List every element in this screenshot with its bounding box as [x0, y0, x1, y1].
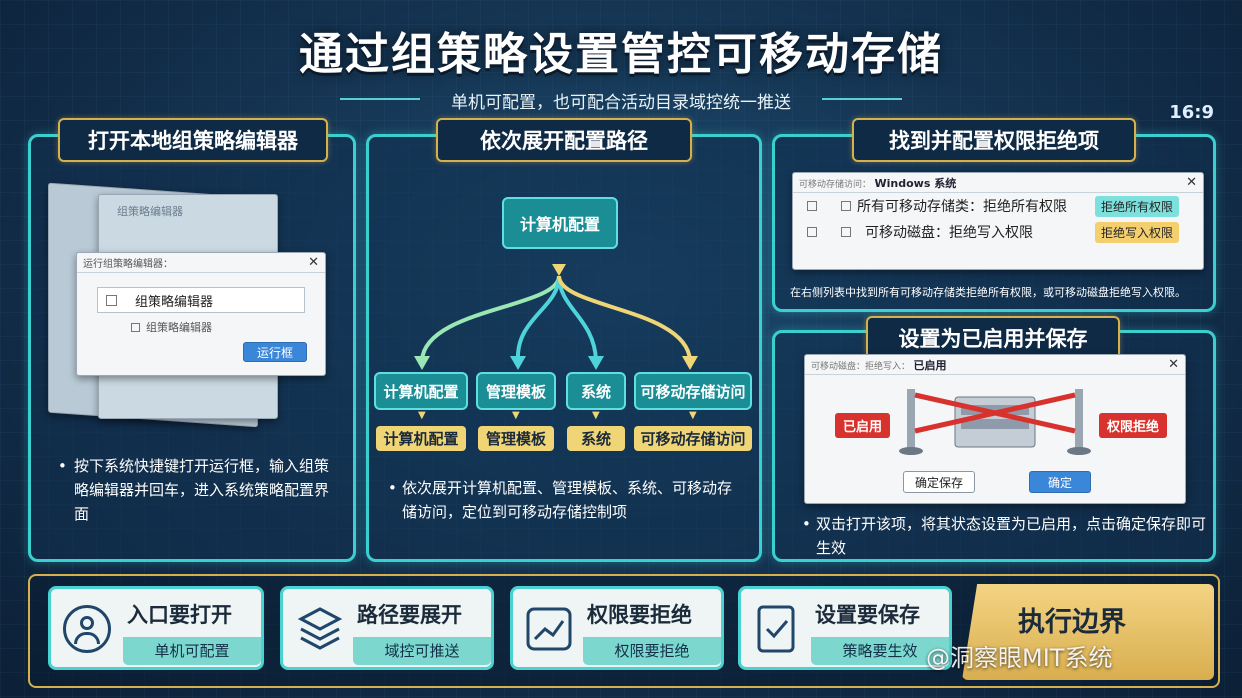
- run-input-value: 组策略编辑器: [135, 294, 214, 310]
- enable-dialog-bar: 可移动磁盘：拒绝写入： 已启用 ✕: [805, 355, 1185, 375]
- watermark: @洞察眼MIT系统: [926, 644, 1113, 672]
- barrier-illustration: [899, 389, 1091, 455]
- branch-system[interactable]: 系统: [566, 372, 626, 410]
- policy-row-1[interactable]: 所有可移动存储类：拒绝所有权限 拒绝所有权限: [793, 193, 1203, 219]
- checkbox-icon: [841, 201, 851, 211]
- chart-icon: [526, 607, 572, 651]
- run-dialog: 运行组策略编辑器： ✕ 组策略编辑器 组策略编辑器 运行框: [76, 252, 326, 376]
- panel4-title: 设置为已启用并保存: [866, 316, 1120, 360]
- branch-admin-templates[interactable]: 管理模板: [476, 372, 556, 410]
- arrow-icon: ▼: [512, 410, 520, 421]
- arrow-icon: ▼: [689, 410, 697, 421]
- card-path-sub: 域控可推送: [353, 637, 491, 665]
- tree-connectors: [414, 264, 698, 370]
- deny-all-tag: 拒绝所有权限: [1095, 195, 1180, 217]
- close-icon[interactable]: ✕: [1186, 175, 1197, 190]
- run-input[interactable]: 组策略编辑器: [97, 287, 305, 313]
- panel2-bullet-text: 依次展开计算机配置、管理模板、系统、可移动存储访问，定位到可移动存储控制项: [402, 479, 733, 521]
- card-deny: 权限要拒绝 权限要拒绝: [510, 586, 724, 670]
- card-entry: 入口要打开 单机可配置: [48, 586, 264, 670]
- policy-row-1-label: 所有可移动存储类：拒绝所有权限: [857, 199, 1067, 215]
- close-icon[interactable]: ✕: [1168, 357, 1179, 372]
- confirm-save-button[interactable]: 确定保存: [903, 471, 975, 493]
- subtitle-line-left: [340, 98, 420, 100]
- page-subtitle: 单机可配置，也可配合活动目录域控统一推送: [451, 93, 791, 113]
- ok-button[interactable]: 确定: [1029, 471, 1091, 493]
- arrow-icon: ▼: [418, 410, 426, 421]
- subtitle-line-right: [822, 98, 902, 100]
- card-path-title: 路径要展开: [357, 603, 462, 627]
- ratio-label: 16:9: [1169, 102, 1214, 123]
- policy-row-2-label: 可移动磁盘：拒绝写入权限: [865, 225, 1033, 241]
- panel4-bullet-text: 双击打开该项，将其状态设置为已启用，点击确定保存即可生效: [816, 515, 1207, 557]
- run-button[interactable]: 运行框: [243, 342, 307, 362]
- panel3-note: 在右侧列表中找到所有可移动存储类拒绝所有权限，或可移动磁盘拒绝写入权限。: [790, 286, 1186, 299]
- deny-write-tag: 拒绝写入权限: [1095, 221, 1180, 243]
- enable-dialog-bar-title: 已启用: [913, 358, 947, 372]
- policy-row-2[interactable]: 可移动磁盘：拒绝写入权限 拒绝写入权限: [793, 219, 1203, 245]
- card-save-sub: 策略要生效: [811, 637, 949, 665]
- card-deny-sub: 权限要拒绝: [583, 637, 721, 665]
- branch-computer-config[interactable]: 计算机配置: [374, 372, 468, 410]
- checkbox-row[interactable]: 组策略编辑器: [131, 319, 325, 335]
- policy-list-bar-left: 可移动存储访问：: [799, 179, 872, 190]
- panel1-bullet: • 按下系统快捷键打开运行框，输入组策略编辑器并回车，进入系统策略配置界面: [52, 454, 342, 526]
- checklist-icon: [757, 605, 795, 653]
- enable-dialog: 可移动磁盘：拒绝写入： 已启用 ✕ 已启用 权限拒绝 确定保存 确定: [804, 354, 1186, 504]
- boundary-box: [962, 584, 1214, 680]
- boundary-label: 执行边界: [1018, 607, 1126, 638]
- layers-icon: [297, 607, 343, 650]
- arrow-icon: ▼: [592, 410, 600, 421]
- branch-removable-access[interactable]: 可移动存储访问: [634, 372, 752, 410]
- checkbox-icon: [106, 294, 117, 306]
- enabled-label: 已启用: [835, 413, 891, 438]
- policy-list-bar: 可移动存储访问： Windows 系统 ✕: [793, 173, 1203, 193]
- denied-label: 权限拒绝: [1099, 413, 1168, 438]
- card-entry-title: 入口要打开: [127, 603, 232, 627]
- checkbox-icon: [807, 227, 817, 237]
- policy-list-bar-title: Windows 系统: [874, 176, 957, 190]
- panel4-bullet: • 双击打开该项，将其状态设置为已启用，点击确定保存即可生效: [798, 512, 1206, 560]
- tree-root-node[interactable]: 计算机配置: [502, 197, 618, 249]
- card-entry-sub: 单机可配置: [123, 637, 261, 665]
- editor-window-title: 组策略编辑器: [117, 205, 183, 218]
- checkbox-icon: [807, 201, 817, 211]
- leaf-admin-templates: 管理模板: [478, 426, 554, 451]
- card-deny-title: 权限要拒绝: [587, 603, 692, 627]
- leaf-system: 系统: [567, 426, 625, 451]
- bullet-icon: •: [58, 457, 67, 475]
- user-icon: [63, 605, 111, 653]
- checkbox-label: 组策略编辑器: [146, 321, 212, 334]
- checkbox-icon: [131, 322, 140, 332]
- page-title: 通过组策略设置管控可移动存储: [299, 29, 943, 80]
- card-path: 路径要展开 域控可推送: [280, 586, 494, 670]
- card-save-title: 设置要保存: [815, 603, 920, 627]
- panel1-title: 打开本地组策略编辑器: [58, 118, 328, 162]
- bullet-icon: •: [802, 515, 811, 533]
- panel3-title: 找到并配置权限拒绝项: [852, 118, 1136, 162]
- bullet-icon: •: [388, 479, 397, 497]
- run-dialog-bar: 运行组策略编辑器： ✕: [77, 253, 325, 273]
- close-icon[interactable]: ✕: [308, 255, 319, 270]
- leaf-computer-config: 计算机配置: [376, 426, 466, 451]
- checkbox-icon: [841, 227, 851, 237]
- enable-dialog-bar-left: 可移动磁盘：拒绝写入：: [811, 361, 911, 372]
- panel1-bullet-text: 按下系统快捷键打开运行框，输入组策略编辑器并回车，进入系统策略配置界面: [74, 457, 330, 523]
- panel2-bullet: • 依次展开计算机配置、管理模板、系统、可移动存储访问，定位到可移动存储控制项: [384, 476, 746, 524]
- panel2-title: 依次展开配置路径: [436, 118, 692, 162]
- run-dialog-bar-text: 运行组策略编辑器：: [83, 259, 173, 270]
- card-save: 设置要保存 策略要生效: [738, 586, 952, 670]
- leaf-removable-access: 可移动存储访问: [634, 426, 752, 451]
- policy-list-window: 可移动存储访问： Windows 系统 ✕ 所有可移动存储类：拒绝所有权限 拒绝…: [792, 172, 1204, 270]
